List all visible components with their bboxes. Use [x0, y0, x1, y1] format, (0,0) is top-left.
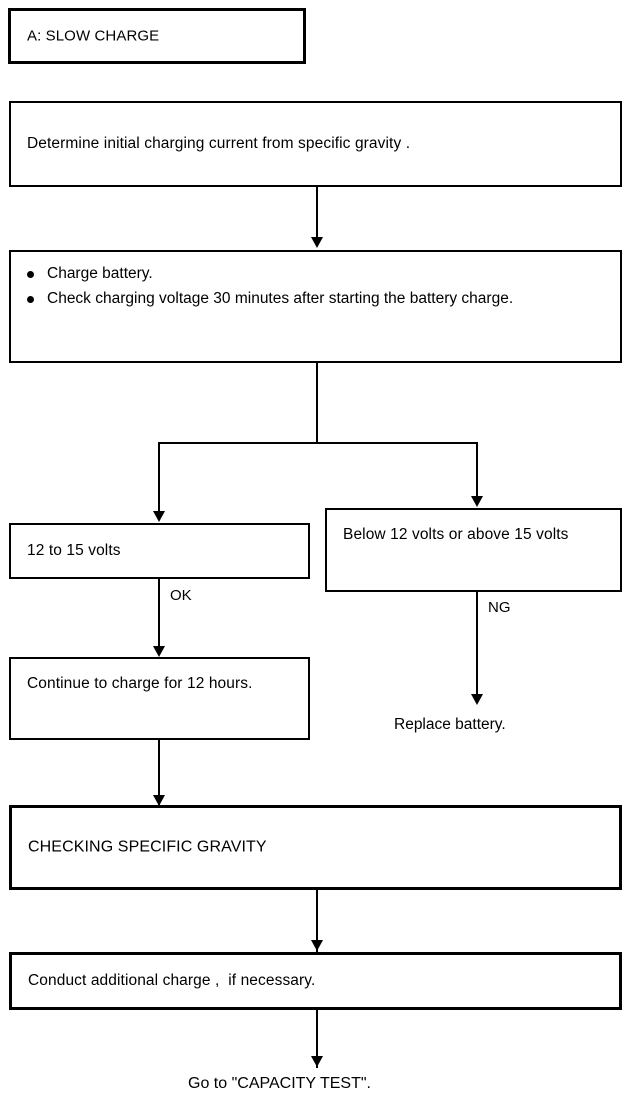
list-item: Charge battery. — [25, 262, 610, 286]
edge-label-ng: NG — [488, 599, 511, 616]
node-ng-branch-label: Below 12 volts or above 15 volts — [343, 526, 569, 543]
node-title-box: A: SLOW CHARGE — [8, 8, 306, 64]
connector-additional-to-capacity — [316, 1010, 318, 1068]
node-determine-current-label: Determine initial charging current from … — [27, 134, 411, 152]
arrowhead-ok-to-continue — [153, 646, 165, 657]
connector-charge-to-junction — [316, 363, 318, 444]
node-charge-steps: Charge battery. Check charging voltage 3… — [9, 250, 623, 364]
node-ng-branch: Below 12 volts or above 15 volts — [325, 508, 623, 593]
node-checking-gravity-label: CHECKING SPECIFIC GRAVITY — [28, 838, 267, 856]
arrowhead-determine-to-charge — [311, 237, 323, 248]
node-ok-branch-label: 12 to 15 volts — [27, 541, 121, 559]
node-title-label: A: SLOW CHARGE — [27, 27, 160, 45]
node-capacity-test-label: Go to "CAPACITY TEST". — [188, 1075, 371, 1092]
connector-branch-bar — [158, 442, 478, 444]
arrowhead-ng-to-replace — [471, 694, 483, 705]
node-charge-steps-list: Charge battery. Check charging voltage 3… — [25, 262, 610, 313]
arrowhead-additional-to-capacity — [311, 1056, 323, 1067]
node-continue-charge: Continue to charge for 12 hours. — [9, 657, 311, 741]
node-additional-charge-label: Conduct additional charge , if necessary… — [28, 971, 316, 989]
list-item-label: Check charging voltage 30 minutes after … — [47, 290, 514, 308]
connector-checking-to-additional — [316, 890, 318, 952]
node-replace-battery-label: Replace battery. — [394, 716, 506, 733]
bullet-icon — [27, 296, 34, 304]
list-item-label: Charge battery. — [47, 265, 153, 282]
edge-label-ok: OK — [170, 587, 192, 604]
connector-ok-to-continue — [158, 579, 160, 648]
connector-determine-to-charge — [316, 187, 318, 239]
connector-continue-to-checking — [158, 740, 160, 806]
node-determine-current: Determine initial charging current from … — [9, 101, 623, 188]
arrowhead-checking-to-additional — [311, 940, 323, 951]
connector-ng-to-replace — [476, 592, 478, 698]
list-item: Check charging voltage 30 minutes after … — [25, 287, 610, 311]
node-additional-charge: Conduct additional charge , if necessary… — [9, 952, 622, 1010]
node-continue-charge-label: Continue to charge for 12 hours. — [27, 675, 253, 692]
arrowhead-to-ok-branch — [153, 511, 165, 522]
arrowhead-to-ng-branch — [471, 496, 483, 507]
connector-junction-to-ok-branch — [158, 442, 160, 513]
bullet-icon — [27, 271, 34, 278]
arrowhead-continue-to-checking — [153, 795, 165, 806]
node-ok-branch: 12 to 15 volts — [9, 523, 311, 580]
connector-junction-to-ng-branch — [476, 442, 478, 498]
node-checking-gravity: CHECKING SPECIFIC GRAVITY — [9, 805, 622, 890]
